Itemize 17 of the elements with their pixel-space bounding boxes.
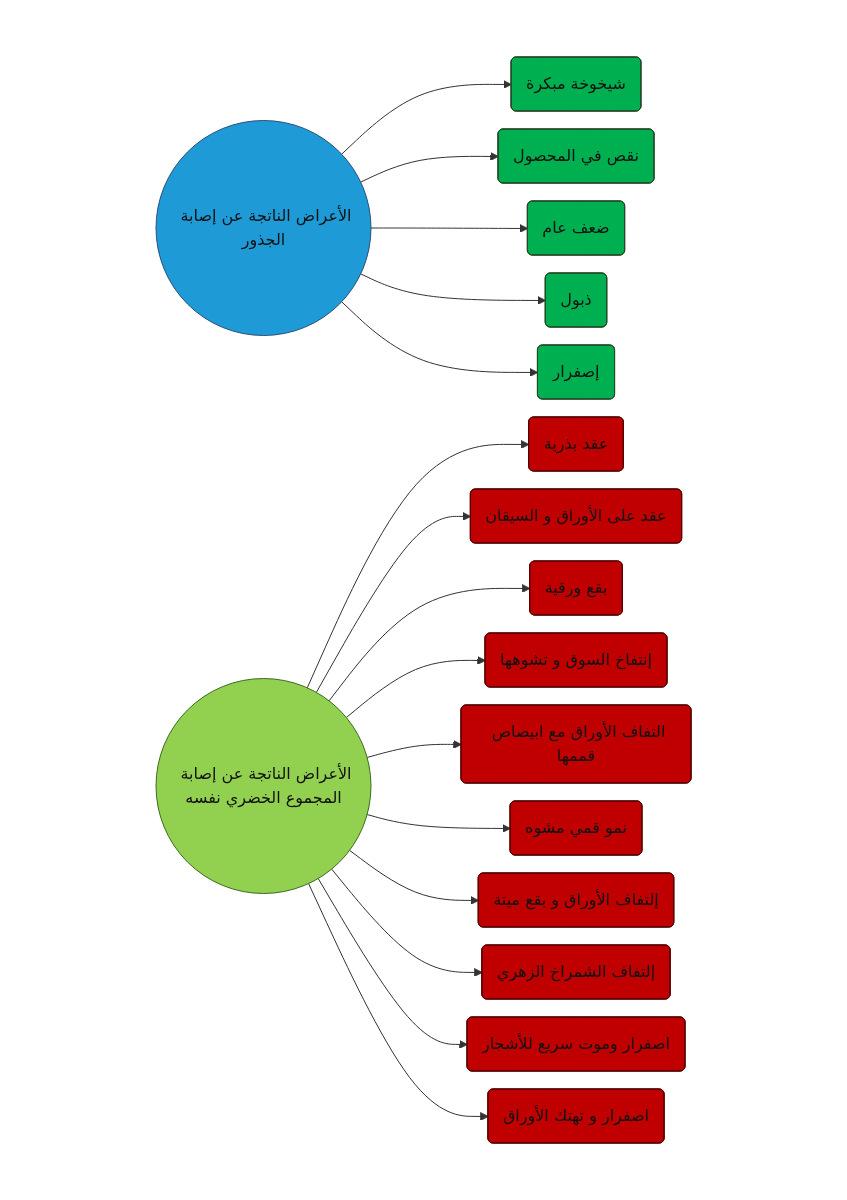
arrow: [328, 584, 531, 702]
arrow: [366, 814, 511, 833]
node-circle: الأعراض الناتجة عن إصابة المجموع الخضري نفسه: [155, 678, 372, 894]
arrow: [341, 301, 539, 377]
arrow: [331, 868, 483, 977]
arrow: [370, 224, 529, 233]
arrow: [360, 273, 547, 305]
arrow: [308, 883, 489, 1121]
arrow: [360, 152, 499, 183]
arrow: [317, 878, 468, 1049]
arrow: [345, 656, 486, 719]
arrow: [349, 849, 480, 905]
arrow: [341, 80, 512, 155]
arrow: [306, 440, 530, 689]
arrow: [366, 740, 462, 758]
arrow: [315, 512, 472, 693]
node-circle: الأعراض الناتجة عن إصابة الجذور: [155, 120, 372, 336]
